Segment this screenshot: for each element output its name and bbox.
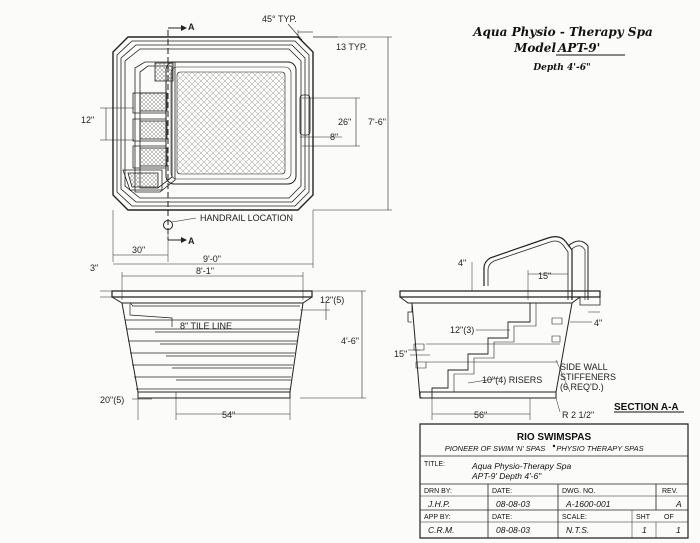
front-elevation — [100, 272, 366, 420]
section-mark-top: A — [188, 22, 195, 32]
plan-12-label: 12" — [81, 115, 94, 125]
plan-labels: 45° TYP. 13 TYP. 26" 8" 12" 7'-6" A A HA… — [81, 14, 386, 264]
plan-floor-grate — [177, 72, 285, 174]
section-a-a — [400, 237, 600, 420]
radius-label: R 2 1/2" — [562, 410, 594, 420]
of-label: OF — [664, 514, 674, 521]
plan-steps — [123, 62, 175, 192]
plan-overall-label: 7'-6" — [368, 117, 386, 127]
scale-label: SCALE: — [562, 514, 587, 521]
sect-4b-label: 4" — [594, 318, 602, 328]
title-block — [420, 424, 688, 538]
date-value-2: 08-08-03 — [496, 525, 530, 535]
date-value-1: 08-08-03 — [496, 499, 530, 509]
sect-12x3-label: 12"(3) — [450, 325, 474, 335]
elev-12x5-label: 12"(5) — [320, 295, 344, 305]
date-label-2: DATE: — [492, 514, 512, 521]
plan-side-pocket — [300, 95, 310, 135]
sect-15a-label: 15" — [538, 271, 551, 281]
header-model: APT-9' — [557, 41, 600, 55]
company-name: RIO SWIMSPAS — [517, 432, 592, 443]
sect-4-label: 4" — [458, 258, 466, 268]
dwg-value: A-1600-001 — [565, 499, 611, 509]
of-value: 1 — [676, 525, 681, 535]
elev-depth-label: 4'-6" — [341, 336, 359, 346]
plan-13typ-label: 13 TYP. — [336, 42, 367, 52]
section-title: SECTION A-A — [614, 402, 679, 413]
sect-56-label: 56" — [474, 410, 487, 420]
drn-label: DRN BY: — [424, 488, 452, 495]
plan-8-label: 8" — [330, 132, 338, 142]
dwg-label: DWG. NO. — [562, 488, 595, 495]
title-label: TITLE: — [424, 461, 445, 468]
elev-20x5-label: 20"(5) — [100, 395, 124, 405]
date-label-1: DATE: — [492, 488, 512, 495]
title-block-text: RIO SWIMSPAS PIONEER OF SWIM 'N' SPAS PH… — [424, 432, 682, 535]
drawing-header: Aqua Physio - Therapy Spa Model APT-9' D… — [472, 25, 653, 73]
elev-54-label: 54" — [222, 410, 235, 420]
section-labels: 4" 15" 4" 12"(3) 15" 10"(4) RISERS SIDE … — [394, 258, 684, 420]
section-mark-bottom: A — [188, 236, 195, 246]
plan-26-label: 26" — [338, 117, 351, 127]
title-line1: Aqua Physio-Therapy Spa — [471, 461, 571, 471]
header-model-prefix: Model — [513, 41, 556, 55]
drn-value: J.H.P. — [427, 499, 450, 509]
rev-label: REV. — [662, 488, 678, 495]
tagline-left: PIONEER OF SWIM 'N' SPAS — [445, 444, 546, 453]
tagline-right: PHYSIO THERAPY SPAS — [556, 444, 643, 453]
stiffeners-label: STIFFENERS — [560, 372, 616, 382]
plan-outer-rim — [113, 37, 313, 210]
sht-label: SHT — [636, 514, 651, 521]
stiffeners-req-label: (6 REQ'D.) — [560, 382, 604, 392]
risers-label: 10"(4) RISERS — [482, 375, 542, 385]
elev-3-label: 3" — [90, 263, 98, 273]
scale-value: N.T.S. — [566, 525, 589, 535]
sect-15b-label: 15" — [394, 349, 407, 359]
title-line2: APT-9' Depth 4'-6" — [471, 471, 542, 481]
app-value: C.R.M. — [428, 525, 454, 535]
elev-81-label: 8'-1" — [196, 266, 214, 276]
handrail-label: HANDRAIL LOCATION — [200, 213, 293, 223]
sht-value: 1 — [642, 525, 647, 535]
plan-view — [100, 24, 392, 268]
plan-9ft-label: 9'-0" — [203, 254, 221, 264]
tile-line-label: 8" TILE LINE — [180, 321, 232, 331]
plan-30-label: 30" — [132, 245, 145, 255]
header-title: Aqua Physio - Therapy Spa — [472, 25, 653, 39]
rev-value: A — [675, 499, 682, 509]
side-wall-label: SIDE WALL — [560, 362, 608, 372]
header-depth: Depth 4'-6" — [532, 63, 590, 73]
plan-angle-label: 45° TYP. — [262, 14, 297, 24]
elevation-labels: 3" 8'-1" 12"(5) 8" TILE LINE 4'-6" 20"(5… — [90, 263, 359, 420]
app-label: APP BY: — [424, 514, 451, 521]
